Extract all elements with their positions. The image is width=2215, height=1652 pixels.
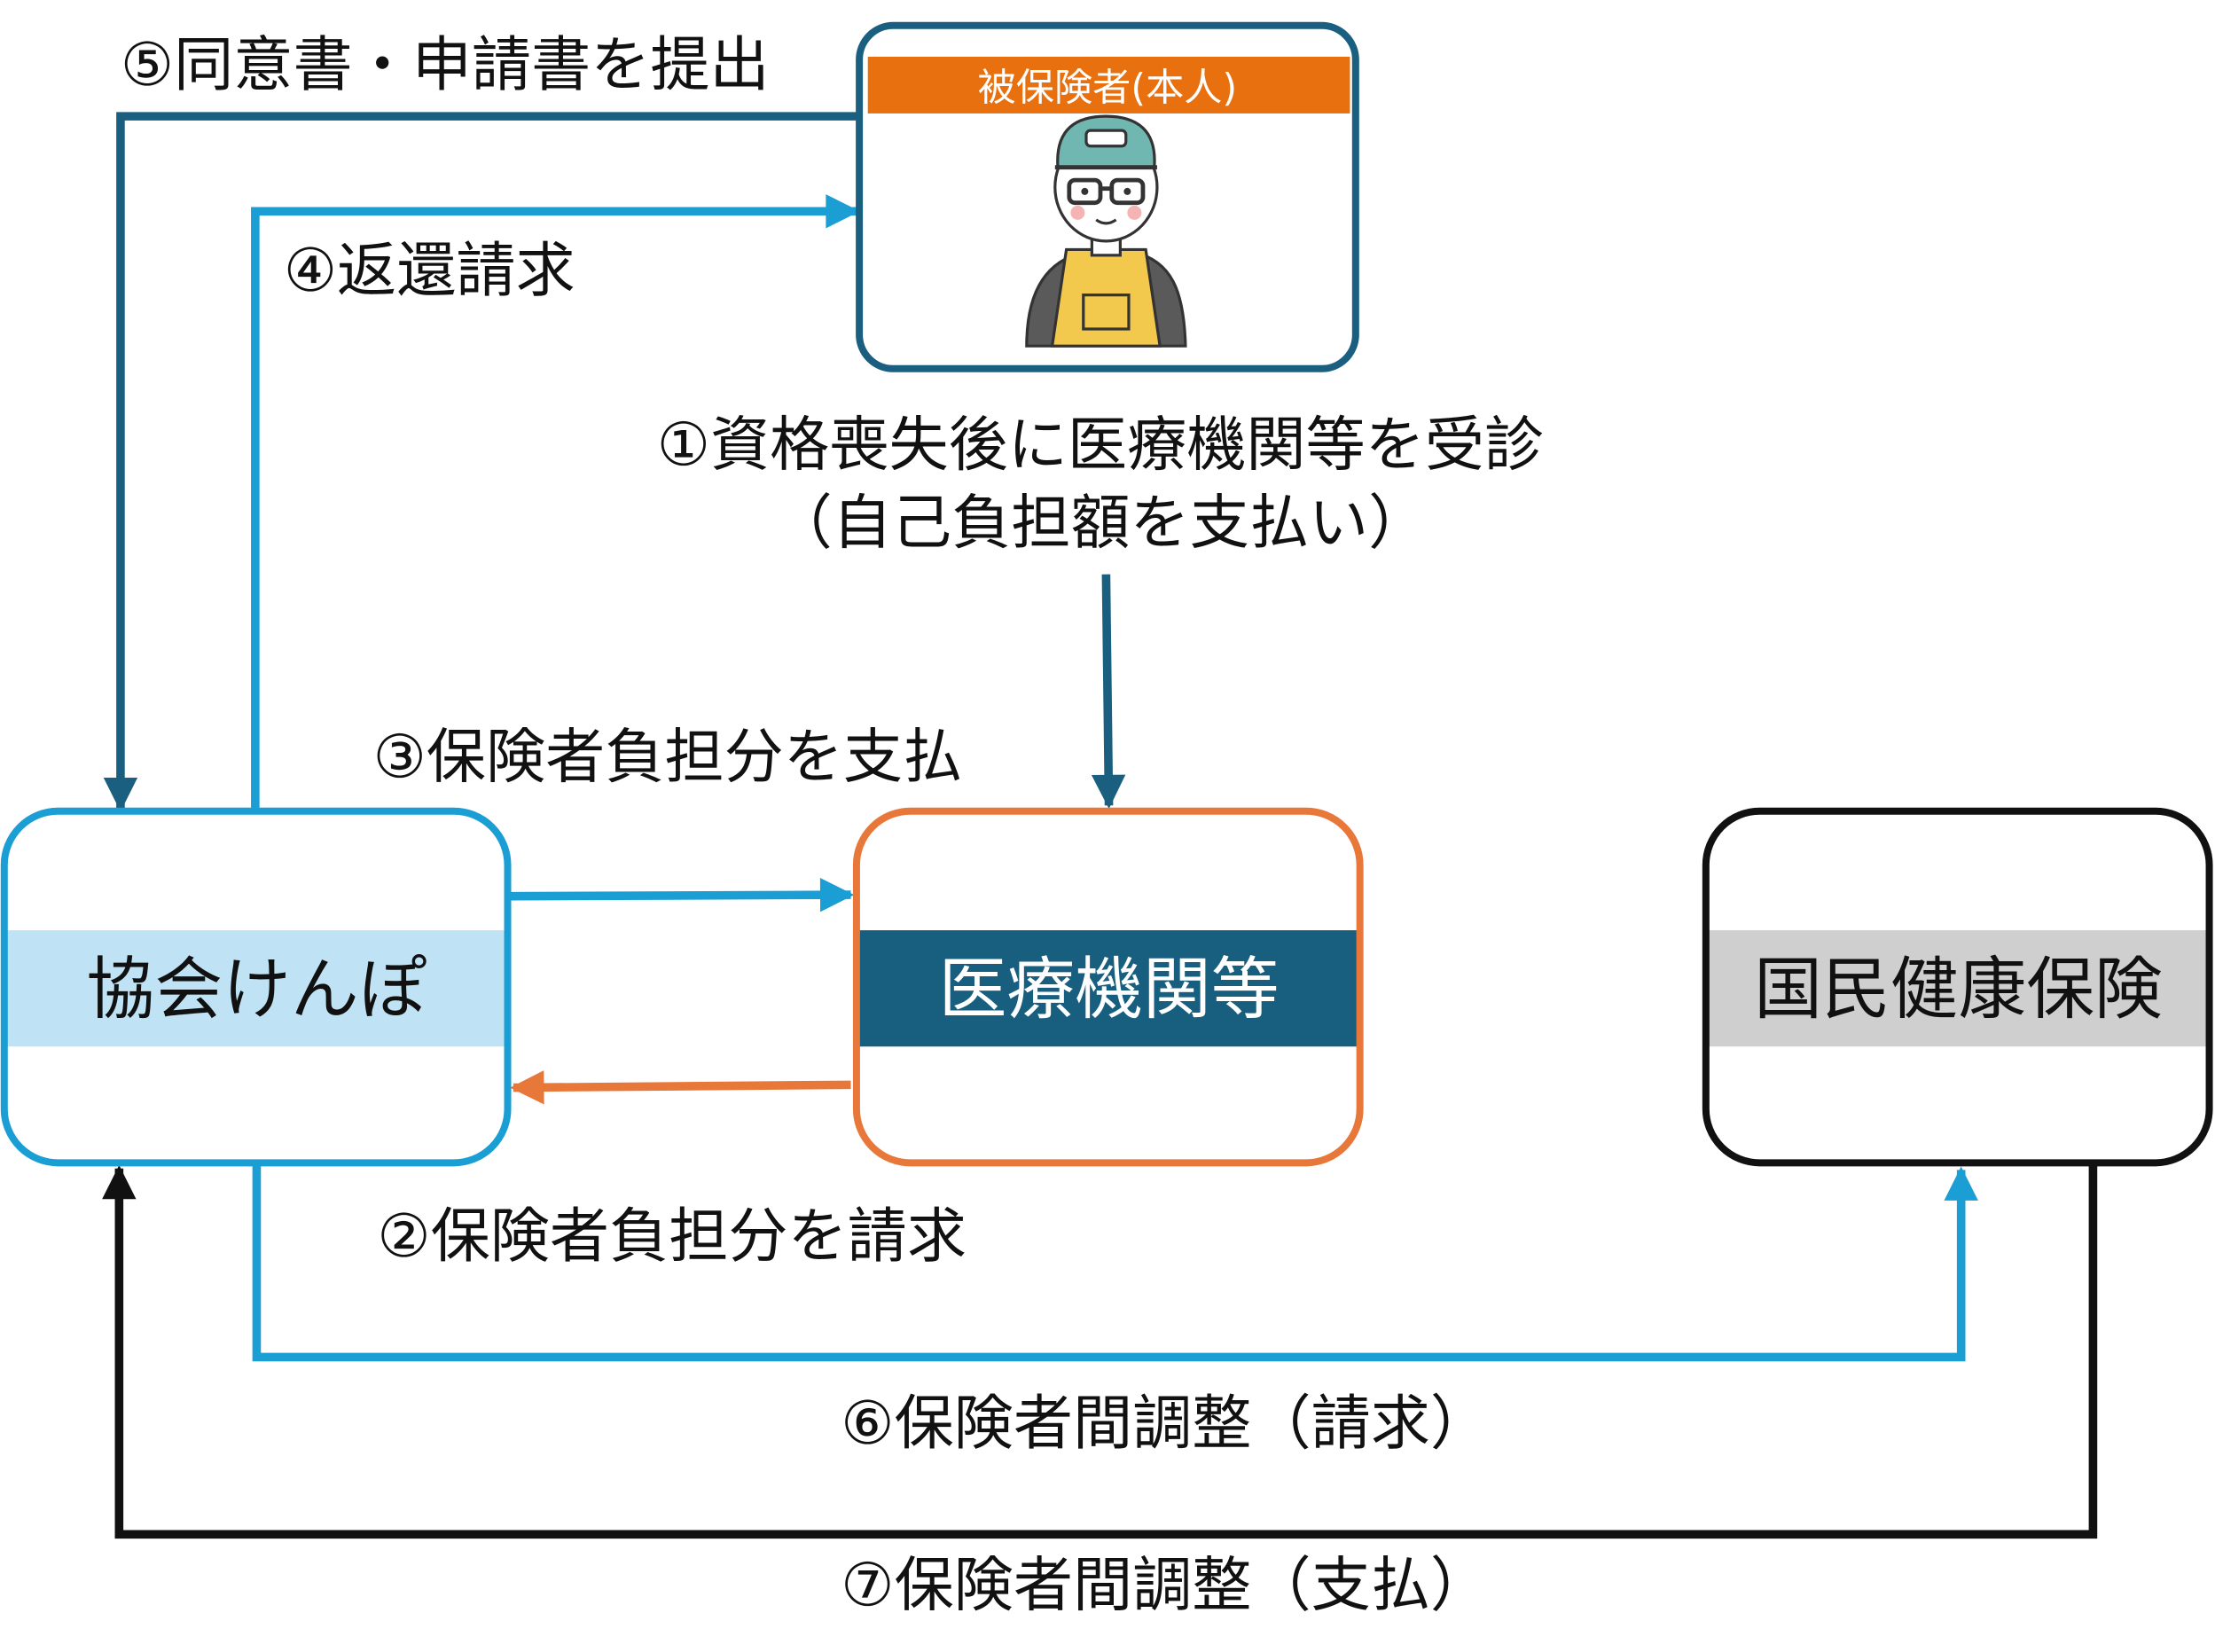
step3-label: ③保険者負担分を支払 [373, 722, 963, 791]
step1-label-line2: （自己負担額を支払い） [773, 488, 1428, 557]
arrow-step1 [1091, 574, 1126, 810]
arrow-step7 [102, 1164, 2098, 1539]
arrow-step3 [510, 878, 855, 912]
arrow-step2 [510, 1070, 851, 1105]
step6-label: ⑥保険者間調整（請求） [841, 1389, 1490, 1458]
arrow-step5 [103, 112, 860, 812]
person-with-cap-and-apron-illustration [1025, 114, 1187, 348]
medical-institution-node: 医療機関等 [852, 807, 1364, 1167]
step7-label: ⑦保険者間調整（支払） [841, 1550, 1490, 1619]
kokuho-label: 国民健康保険 [1754, 951, 2163, 1030]
medical-band [856, 930, 1360, 1047]
kyokai-band [4, 930, 508, 1047]
kyokai-kenpo-node: 協会けんぽ [0, 807, 512, 1167]
kyokai-label: 協会けんぽ [87, 951, 427, 1030]
arrow-step6 [252, 1165, 1978, 1362]
kokuho-band [1705, 930, 2210, 1047]
kokuho-node: 国民健康保険 [1702, 807, 2213, 1167]
insured-label: 被保険者(本人) [978, 67, 1238, 111]
insured-header-band [867, 56, 1350, 114]
step1-label-line1: ①資格喪失後に医療機関等を受診 [657, 411, 1544, 480]
step2-label: ②保険者負担分を請求 [377, 1202, 967, 1271]
medical-label: 医療機関等 [939, 951, 1280, 1030]
insured-node: 被保険者(本人) [856, 21, 1359, 372]
step5-label: ⑤同意書・申請書を提出 [121, 30, 770, 99]
arrow-step4 [251, 194, 860, 811]
step4-label: ④返還請求 [284, 236, 575, 305]
